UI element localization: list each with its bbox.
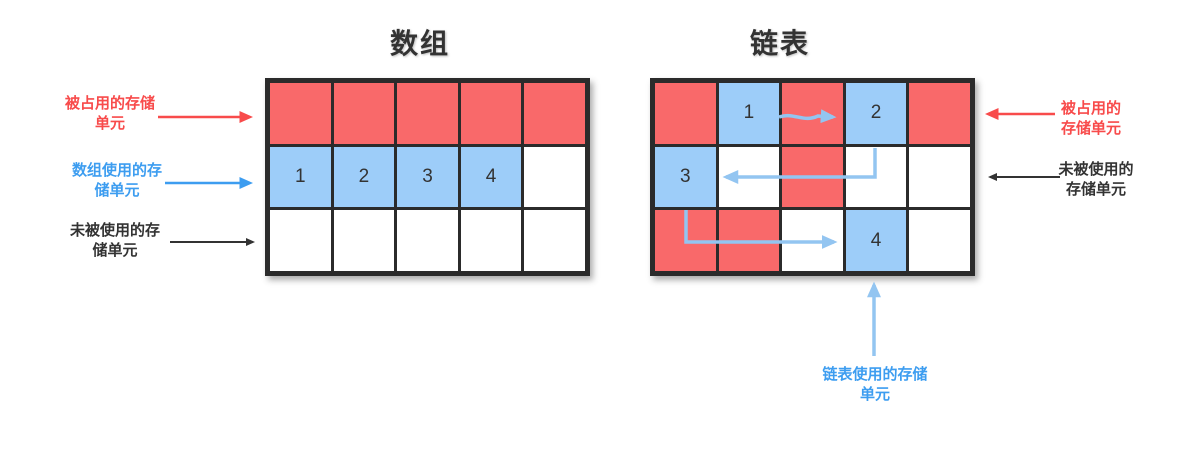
grid-cell-used: 1 (270, 146, 331, 208)
grid-cell-free (270, 210, 331, 271)
grid-cell-used: 3 (397, 146, 458, 208)
grid-cell-used: 1 (718, 83, 780, 144)
grid-cell-used: 3 (655, 146, 716, 208)
grid-cell-free (524, 210, 585, 271)
grid-cell-used: 4 (845, 210, 907, 271)
grid-cell-occupied (718, 210, 780, 271)
grid-cell-used: 4 (460, 146, 522, 208)
grid-cell-occupied (655, 210, 716, 271)
grid-cell-free (909, 210, 970, 271)
linked-list-memory-grid: 1 2 3 4 (650, 78, 975, 276)
grid-cell-used: 2 (333, 146, 395, 208)
grid-cell-occupied (460, 83, 522, 144)
grid-cell-occupied (333, 83, 395, 144)
grid-cell-occupied (782, 146, 843, 208)
grid-cell-free (460, 210, 522, 271)
linked-list-title: 链表 (749, 28, 810, 59)
list-unused-cells-label: 未被使用的 存储单元 (1058, 161, 1134, 198)
list-occupied-cells-label: 被占用的 存储单元 (1060, 100, 1121, 137)
grid-cell-free (782, 210, 843, 271)
array-used-cells-label: 数组使用的存 储单元 (71, 162, 162, 199)
grid-cell-free (524, 146, 585, 208)
grid-cell-occupied (782, 83, 843, 144)
grid-cell-occupied (270, 83, 331, 144)
grid-cell-free (718, 146, 780, 208)
grid-cell-occupied (524, 83, 585, 144)
grid-cell-free (333, 210, 395, 271)
grid-cell-occupied (397, 83, 458, 144)
list-used-cells-label: 链表使用的存储 单元 (822, 366, 928, 403)
array-occupied-cells-label: 被占用的存储 单元 (64, 95, 155, 132)
grid-cell-used: 2 (845, 83, 907, 144)
grid-cell-free (845, 146, 907, 208)
array-title: 数组 (389, 28, 450, 59)
grid-cell-free (397, 210, 458, 271)
grid-cell-occupied (909, 83, 970, 144)
grid-cell-free (909, 146, 970, 208)
grid-cell-occupied (655, 83, 716, 144)
array-unused-cells-label: 未被使用的存 储单元 (69, 222, 160, 259)
